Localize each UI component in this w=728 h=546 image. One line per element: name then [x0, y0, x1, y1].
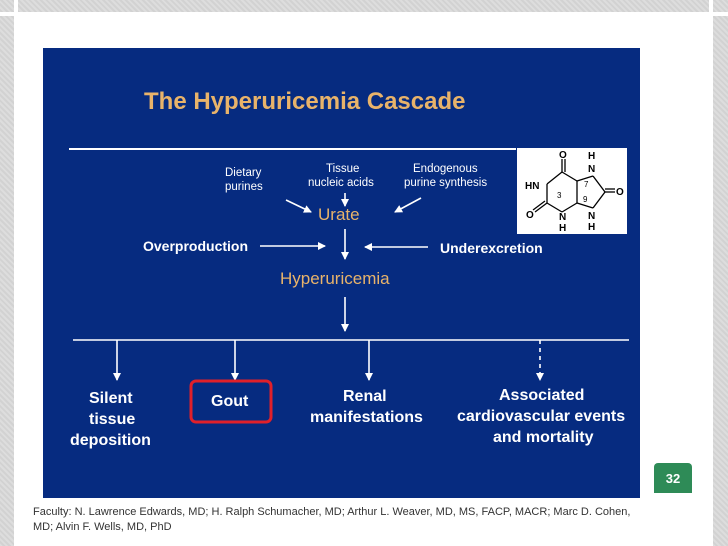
cascade-diagram: The Hyperuricemia Cascade Dietary purine… [69, 88, 629, 449]
slide-border-left [14, 0, 18, 546]
input-endogenous-line1: Endogenous [413, 163, 478, 175]
label-underexcretion: Underexcretion [440, 240, 543, 256]
page-number-badge: 32 [654, 463, 692, 493]
outcome-cardio-line2: cardiovascular events [457, 408, 625, 425]
label-overproduction: Overproduction [143, 238, 248, 254]
page-number: 32 [665, 470, 681, 486]
input-tissue-line2: nucleic acids [308, 177, 374, 189]
outcome-cardio-line3: and mortality [493, 429, 594, 446]
input-endogenous-line2: purine synthesis [404, 177, 487, 189]
slide-title: The Hyperuricemia Cascade [144, 88, 465, 115]
outcome-renal-line2: manifestations [310, 409, 423, 426]
faculty-footnote: Faculty: N. Lawrence Edwards, MD; H. Ral… [33, 506, 631, 533]
outcome-renal-line1: Renal [343, 388, 387, 405]
node-hyperuricemia: Hyperuricemia [280, 269, 390, 288]
atom-h-top: H [588, 151, 595, 162]
arrow-endogenous-to-urate [394, 197, 422, 213]
atom-h-bottom-right: H [588, 222, 595, 233]
input-tissue-line1: Tissue [326, 163, 359, 175]
atom-n-bottom-left: N [559, 212, 566, 223]
molecule-bonds [532, 159, 615, 213]
atom-num-3: 3 [557, 191, 562, 200]
atom-num-9: 9 [583, 195, 588, 204]
diagram-panel: The Hyperuricemia Cascade Dietary purine… [43, 48, 640, 498]
arrow-dietary-to-urate [285, 199, 312, 213]
slide-border-right [709, 0, 713, 546]
atom-num-7: 7 [584, 180, 589, 189]
outcome-silent-line2: tissue [89, 411, 135, 428]
molecule-background [517, 148, 627, 234]
input-dietary-line1: Dietary [225, 167, 262, 179]
outcome-gout: Gout [211, 393, 249, 410]
atom-hn: HN [525, 181, 539, 192]
atom-o-top: O [559, 150, 567, 161]
outcome-silent-line3: deposition [70, 432, 151, 449]
atom-n-bottom-right: N [588, 211, 595, 222]
slide-border-top [0, 12, 728, 16]
atom-o-right: O [616, 187, 624, 198]
outcome-silent-line1: Silent [89, 390, 133, 407]
gout-highlight-box [189, 379, 273, 424]
uric-acid-structure: O H N HN 7 3 9 O O N H N H [517, 148, 627, 234]
atom-o-left: O [526, 210, 534, 221]
input-dietary-line2: purines [225, 181, 263, 193]
node-urate: Urate [318, 205, 360, 224]
atom-n-top: N [588, 164, 595, 175]
atom-h-bottom-left: H [559, 223, 566, 234]
outcome-cardio-line1: Associated [499, 387, 584, 404]
